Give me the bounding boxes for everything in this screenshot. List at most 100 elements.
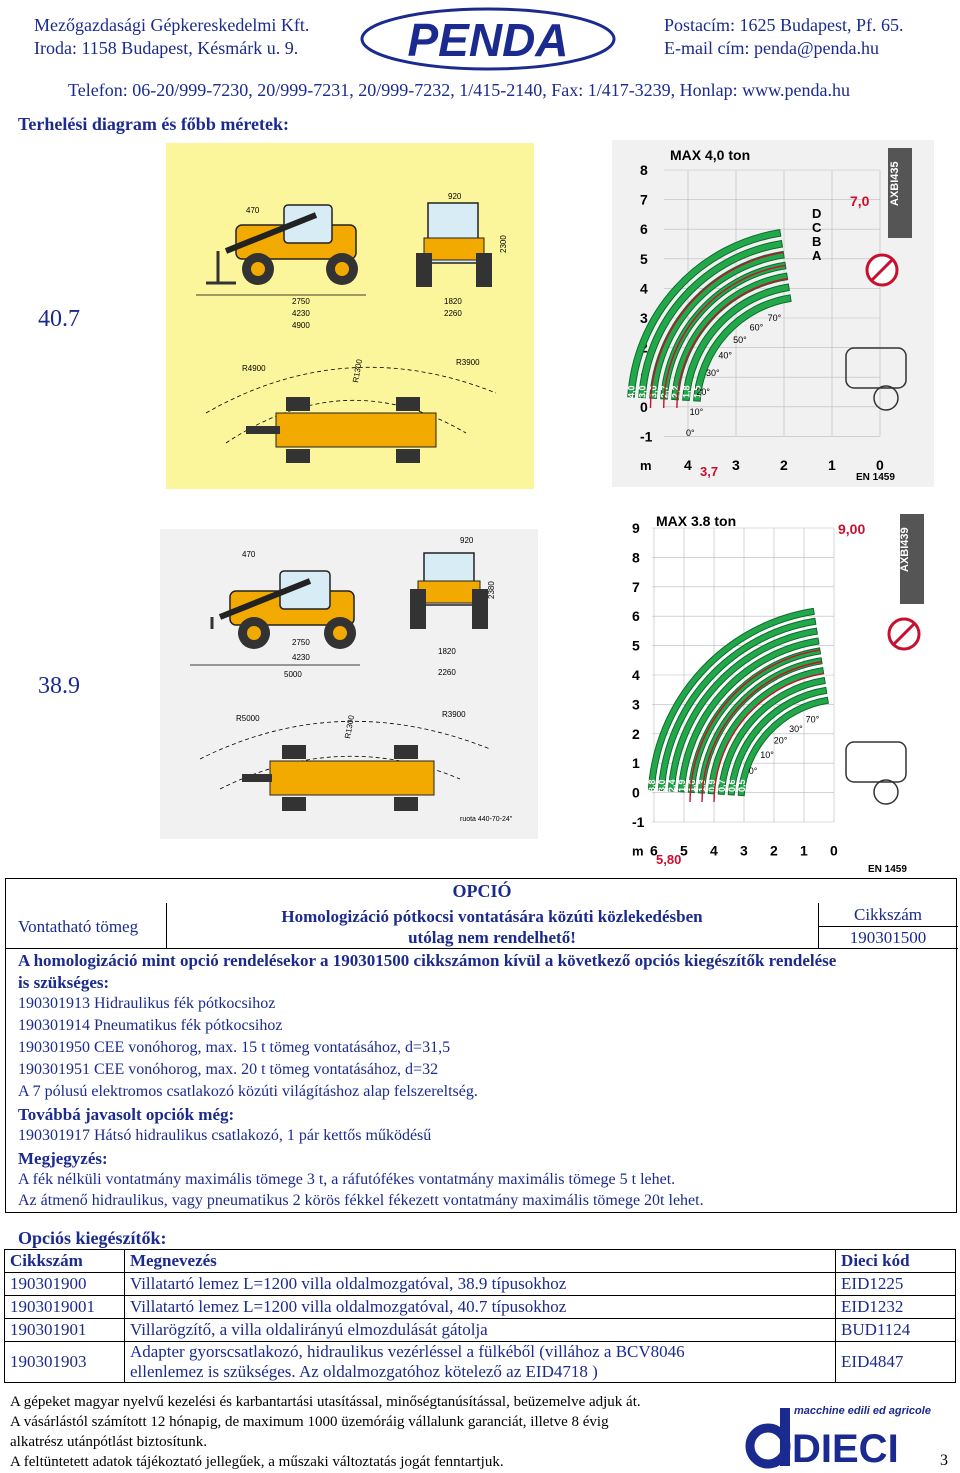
boom-arc: [663, 264, 786, 409]
load-zone: [657, 617, 817, 792]
load-chart-40-7: 876543210-1m432101,51,82,22,73,03,04,070…: [612, 140, 934, 487]
table-header-row: Cikkszám Megnevezés Dieci kód: [4, 1249, 956, 1273]
footer-line: alkatrész utánpótlást biztosítunk.: [10, 1434, 208, 1450]
towable-weight-label: Vontatható tömeg: [18, 917, 139, 936]
load-value-label: 1,6: [687, 779, 697, 792]
angle-label: 20°: [774, 736, 788, 746]
chart-reach-bottom: 3,7: [700, 464, 718, 479]
load-value-label: 0,6: [727, 779, 737, 792]
load-value-label: 1,3: [697, 779, 707, 792]
load-zone: [693, 294, 792, 402]
svg-text:2300: 2300: [499, 235, 508, 253]
y-tick-label: 7: [640, 192, 648, 208]
angle-label: 10°: [690, 407, 704, 417]
code-label: Cikkszám: [854, 905, 922, 924]
svg-text:2260: 2260: [438, 668, 456, 677]
chart-max-label: MAX 4,0 ton: [670, 147, 750, 163]
cell-name: Adapter gyorscsatlakozó, hidraulikus vez…: [123, 1341, 837, 1383]
x-tick-label: 1: [800, 842, 808, 858]
x-tick-label: 6: [650, 842, 658, 858]
load-value-label: 0,9: [707, 779, 717, 792]
load-value-label: 2,2: [671, 385, 681, 398]
x-tick-label: 5: [680, 842, 688, 858]
column-header: Megnevezés: [123, 1249, 837, 1273]
y-tick-label: 3: [632, 696, 640, 712]
no-walk-icon-slash: [870, 258, 894, 282]
chart-standard: EN 1459: [856, 472, 895, 483]
y-tick-label: 5: [640, 251, 648, 267]
svg-text:1820: 1820: [438, 647, 456, 656]
svg-text:1820: 1820: [444, 297, 462, 306]
svg-text:920: 920: [460, 536, 474, 545]
x-tick-label: 3: [732, 457, 740, 473]
svg-text:470: 470: [246, 206, 260, 215]
load-value-label: 1,9: [677, 779, 687, 792]
machine-outline: [845, 347, 907, 389]
table-row: 190301901 Villarögzítő, a villa oldalirá…: [4, 1318, 956, 1342]
angle-label: 40°: [718, 350, 732, 360]
y-tick-label: 8: [632, 549, 640, 565]
y-tick-label: 0: [632, 785, 640, 801]
load-value-label: 2,4: [667, 779, 677, 792]
svg-text:ruota 440-70-24": ruota 440-70-24": [460, 816, 513, 823]
y-tick-label: 9: [632, 520, 640, 536]
y-tick-label: 5: [632, 638, 640, 654]
option-item: 190301913 Hidraulikus fék pótkocsihoz: [18, 995, 276, 1012]
svg-text:2750: 2750: [292, 638, 310, 647]
x-tick-label: 4: [684, 457, 692, 473]
load-zone: [727, 686, 828, 796]
load-value-label: 1,8: [682, 385, 692, 398]
angle-label: 20°: [696, 387, 710, 397]
recommended-item: 190301917 Hátsó hidraulikus csatlakozó, …: [18, 1127, 432, 1144]
svg-text:470: 470: [242, 550, 256, 559]
svg-text:R3900: R3900: [456, 358, 480, 367]
chart-code-panel: [888, 148, 912, 238]
y-tick-label: -1: [640, 428, 653, 444]
load-value-label: 3,0: [638, 385, 648, 398]
y-tick-label: -1: [632, 814, 645, 830]
chart-reach-bottom: 5,80: [656, 852, 681, 867]
telehandler-top-view: [242, 745, 435, 811]
office-address: Iroda: 1158 Budapest, Késmárk u. 9.: [34, 38, 299, 58]
option-item: A 7 pólusú elektromos csatlakozó közúti …: [18, 1083, 478, 1100]
postal-address: Postacím: 1625 Budapest, Pf. 65.: [664, 15, 904, 35]
section-title: Terhelési diagram és főbb méretek:: [18, 114, 289, 134]
option-item: 190301914 Pneumatikus fék pótkocsihoz: [18, 1017, 283, 1034]
angle-label: 30°: [706, 368, 720, 378]
machine-wheel: [873, 779, 899, 805]
load-value-label: 3,0: [657, 779, 667, 792]
no-walk-icon-slash: [892, 622, 916, 646]
chart-reach-top: 9,00: [838, 521, 865, 537]
option-item: 190301950 CEE vonóhorog, max. 15 t tömeg…: [18, 1039, 451, 1056]
telehandler-top-view: [246, 397, 437, 463]
zone-label: A: [812, 248, 822, 263]
telehandler-side-view: [206, 204, 358, 285]
telehandler-rear-view: [416, 202, 492, 287]
y-tick-label: 1: [632, 755, 640, 771]
load-zone: [697, 657, 823, 794]
footer-line: A feltüntetett adatok tájékoztató jelleg…: [10, 1454, 504, 1470]
angle-label: 0°: [749, 766, 758, 776]
load-zone: [737, 696, 829, 797]
option-title: OPCIÓ: [452, 881, 512, 901]
code-value: 190301500: [849, 928, 927, 947]
svg-text:5000: 5000: [284, 670, 302, 679]
y-tick-label: 7: [632, 579, 640, 595]
boom-arc: [713, 672, 824, 803]
angle-label: 10°: [760, 750, 774, 760]
load-value-label: 0,5: [737, 779, 747, 792]
x-tick-label: 2: [770, 842, 778, 858]
x-tick-label: 2: [780, 457, 788, 473]
page-number: 3: [940, 1452, 948, 1469]
telehandler-rear-view: [410, 552, 488, 629]
company-name: Mezőgazdasági Gépkereskedelmi Kft.: [34, 15, 310, 35]
svg-text:4230: 4230: [292, 309, 310, 318]
cell-code: 190301900: [4, 1272, 125, 1296]
header-right-block: Postacím: 1625 Budapest, Pf. 65. E-mail …: [664, 14, 904, 60]
y-tick-label: 3: [640, 310, 648, 326]
svg-text:R1300: R1300: [343, 714, 356, 739]
cell-code: 190301903: [4, 1341, 125, 1383]
load-zone: [667, 627, 818, 792]
y-tick-label: 4: [632, 667, 640, 683]
email-address[interactable]: E-mail cím: penda@penda.hu: [664, 38, 880, 58]
